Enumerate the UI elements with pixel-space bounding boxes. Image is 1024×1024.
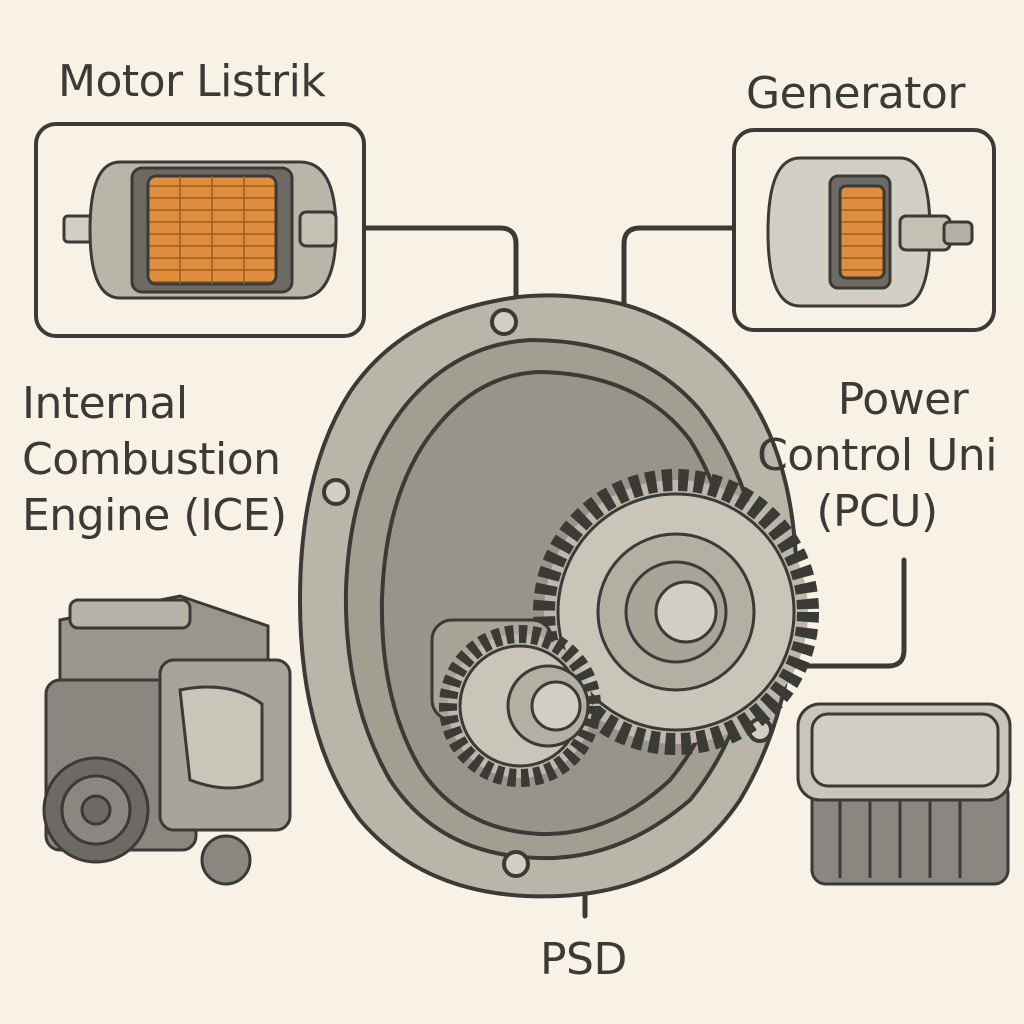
generator-connector [621,225,737,343]
engine [42,594,292,886]
electric-motor [62,160,338,300]
pcu-connector [767,557,907,669]
ice-label-line-2: Combustion [22,434,281,485]
large-gear [533,469,819,755]
ice-label-line-1: Internal [22,378,188,429]
motor-connector [361,225,519,303]
pcu-label-line-1: Power [837,374,969,425]
generator-unit [766,156,974,308]
pcu-label: Power Control Uni (PCU) [742,372,1012,540]
pcu-label-line-3: (PCU) [816,486,938,537]
motor-panel [34,122,366,338]
psd-label: PSD [540,934,627,985]
small-gear [430,618,601,787]
pcu-label-line-2: Control Uni [757,430,997,481]
motor-label: Motor Listrik [58,56,326,107]
pcu-box [796,702,1012,886]
ice-label: Internal Combustion Engine (ICE) [22,376,287,544]
ice-label-line-3: Engine (ICE) [22,490,287,541]
generator-panel [732,128,996,332]
generator-label: Generator [746,68,965,119]
